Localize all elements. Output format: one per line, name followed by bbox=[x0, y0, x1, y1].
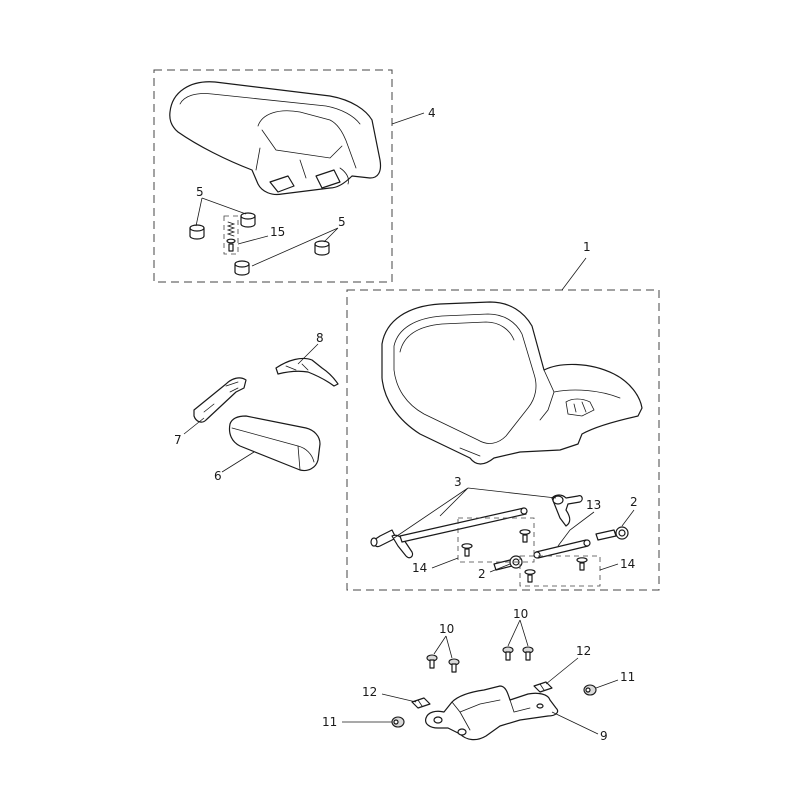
callout-9: 9 bbox=[600, 729, 608, 743]
fixing-14b bbox=[519, 529, 531, 543]
leader-14b bbox=[599, 563, 619, 571]
pillion-seat-group-box bbox=[153, 69, 393, 283]
bolt-10d bbox=[522, 646, 534, 661]
leader-3 bbox=[393, 487, 557, 539]
pillion-seat bbox=[169, 81, 382, 196]
leader-6 bbox=[221, 451, 255, 473]
callout-1: 1 bbox=[583, 240, 591, 254]
subassembly-14-right-box bbox=[519, 555, 601, 587]
callout-11a: 11 bbox=[322, 715, 337, 729]
leader-7 bbox=[183, 417, 205, 435]
callout-14a: 14 bbox=[412, 561, 427, 575]
seat-bracket-rod-right bbox=[533, 494, 591, 559]
leader-15 bbox=[237, 235, 269, 245]
storage-pouch-6 bbox=[228, 415, 321, 472]
leader-5b bbox=[251, 227, 339, 267]
strap-7 bbox=[193, 377, 247, 423]
callout-6: 6 bbox=[214, 469, 222, 483]
callout-5a: 5 bbox=[196, 185, 204, 199]
leader-11b bbox=[595, 679, 619, 689]
callout-14b: 14 bbox=[620, 557, 635, 571]
grommet-11-right bbox=[583, 684, 597, 696]
rider-seat bbox=[381, 301, 643, 465]
callout-11b: 11 bbox=[620, 670, 635, 684]
callout-3: 3 bbox=[454, 475, 462, 489]
pillion-rubber-buffer-right bbox=[314, 240, 330, 256]
bolt-10b bbox=[448, 658, 460, 673]
pillion-rubber-buffer-bottom bbox=[234, 260, 250, 276]
bolt-10c bbox=[502, 646, 514, 661]
fixing-14a bbox=[461, 543, 473, 557]
spring-fixing-15 bbox=[226, 221, 236, 252]
rider-seat-group-box bbox=[346, 289, 660, 591]
leader-4 bbox=[391, 112, 425, 125]
grommet-11-left bbox=[391, 716, 405, 728]
leader-14a bbox=[431, 557, 459, 569]
leader-2b bbox=[489, 563, 511, 573]
leader-13 bbox=[557, 511, 595, 547]
callout-12a: 12 bbox=[362, 685, 377, 699]
callout-2b: 2 bbox=[478, 567, 486, 581]
callout-4: 4 bbox=[428, 106, 436, 120]
callout-7: 7 bbox=[174, 433, 182, 447]
bush-2-center bbox=[493, 555, 523, 571]
callout-10b: 10 bbox=[513, 607, 528, 621]
callout-13: 13 bbox=[586, 498, 601, 512]
seat-tray-9 bbox=[425, 685, 559, 741]
leader-10b bbox=[507, 619, 529, 647]
leader-12b bbox=[545, 657, 579, 685]
subassembly-14-left-box bbox=[457, 517, 535, 563]
strap-8 bbox=[275, 357, 339, 387]
leader-8 bbox=[297, 343, 319, 365]
pillion-rubber-buffer-top bbox=[240, 212, 256, 228]
leader-1 bbox=[561, 257, 587, 291]
clip-12-right bbox=[533, 681, 553, 693]
callout-10a: 10 bbox=[439, 622, 454, 636]
fixing-14d bbox=[576, 557, 588, 571]
leader-12a bbox=[381, 693, 417, 703]
seat-bracket-rod-left bbox=[370, 507, 528, 559]
clip-12-left bbox=[411, 697, 431, 709]
leader-2a bbox=[621, 509, 635, 527]
callout-12b: 12 bbox=[576, 644, 591, 658]
pillion-rubber-buffer-left bbox=[189, 224, 205, 240]
callout-15: 15 bbox=[270, 225, 285, 239]
callout-5b: 5 bbox=[338, 215, 346, 229]
bush-2-right bbox=[595, 526, 629, 541]
callout-8: 8 bbox=[316, 331, 324, 345]
leader-5a bbox=[195, 197, 247, 227]
leader-10a bbox=[433, 635, 453, 659]
callout-2a: 2 bbox=[630, 495, 638, 509]
fixing-14c bbox=[524, 569, 536, 583]
bolt-10a bbox=[426, 654, 438, 669]
subassembly-15-box bbox=[223, 215, 239, 255]
leader-9 bbox=[551, 711, 599, 735]
